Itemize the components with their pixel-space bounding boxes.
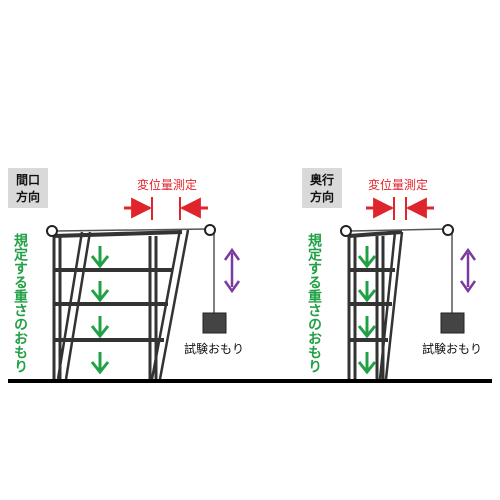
ground-line bbox=[8, 379, 492, 383]
left-load-label-text: 規定する重さのおもり bbox=[12, 233, 28, 373]
right-direction-label-line2: 方向 bbox=[310, 189, 334, 204]
left-weight-label: 試験おもり bbox=[184, 341, 244, 356]
left-direction-label-box: 間口 方向 bbox=[8, 168, 48, 208]
left-test-weight bbox=[202, 312, 227, 334]
right-direction-label-line1: 奥行 bbox=[310, 172, 334, 187]
left-measure-arrows bbox=[124, 197, 208, 220]
right-load-arrows bbox=[357, 246, 377, 375]
left-panel: 間口 方向 変位量測定 規定する重さのおもり bbox=[8, 168, 244, 380]
right-swing-arrow bbox=[459, 247, 477, 294]
left-load-arrows bbox=[90, 246, 110, 375]
left-rack bbox=[52, 229, 190, 380]
right-pulley-left bbox=[340, 225, 352, 237]
left-swing-arrow bbox=[223, 247, 241, 294]
right-direction-label-box: 奥行 方向 bbox=[302, 168, 342, 208]
right-measure-label: 変位量測定 bbox=[368, 177, 428, 192]
left-direction-label-line2: 方向 bbox=[16, 189, 40, 204]
right-load-label: 規定する重さのおもり bbox=[306, 233, 322, 373]
right-test-weight bbox=[440, 312, 465, 334]
right-pulley-system bbox=[340, 224, 465, 334]
left-load-label: 規定する重さのおもり bbox=[12, 233, 28, 373]
right-load-label-text: 規定する重さのおもり bbox=[306, 233, 322, 373]
right-panel: 奥行 方向 変位量測定 規定する重さのおもり bbox=[302, 168, 482, 380]
left-pulley-system bbox=[46, 224, 227, 334]
left-direction-label-line1: 間口 bbox=[16, 173, 40, 187]
right-weight-label: 試験おもり bbox=[422, 341, 482, 356]
right-measure-arrows bbox=[366, 197, 434, 220]
right-rack bbox=[347, 230, 404, 380]
left-pulley-right bbox=[204, 224, 216, 236]
right-pulley-right bbox=[442, 224, 454, 236]
left-pulley-left bbox=[46, 225, 58, 237]
left-measure-label: 変位量測定 bbox=[137, 177, 197, 192]
